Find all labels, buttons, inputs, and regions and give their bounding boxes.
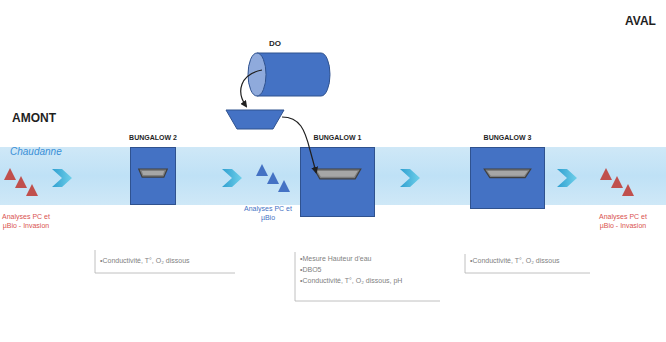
tank-label: DO — [269, 39, 281, 48]
bungalow-box: BUNGALOW 3 — [470, 147, 545, 209]
dosing-hopper — [226, 110, 284, 129]
bungalow-title: BUNGALOW 3 — [484, 134, 532, 141]
bungalow-box: BUNGALOW 1 — [300, 147, 375, 217]
bungalow-wall — [471, 148, 545, 209]
feed-arrow — [241, 70, 262, 106]
measure-item: •Conductivité, T°, O₂ dissous, pH — [300, 277, 440, 286]
bungalow-shape — [470, 147, 545, 209]
basin-inner — [142, 171, 165, 175]
sampling-note: Analyses PC et µBio — [240, 205, 296, 223]
basin-inner — [317, 171, 358, 177]
bungalow-box: BUNGALOW 2 — [130, 147, 176, 205]
measure-item: •Conductivité, T°, O₂ dissous — [100, 257, 235, 266]
blue-sampling-triangles — [256, 164, 290, 192]
measure-item: •DBO5 — [300, 266, 440, 275]
basin-inner — [487, 171, 528, 176]
bungalow-shape — [130, 147, 176, 205]
tank-body — [257, 53, 330, 96]
measure-item: •Conductivité, T°, O₂ dissous — [470, 257, 590, 266]
feed-arrow — [282, 117, 316, 172]
tank-end — [248, 53, 266, 96]
downstream-title: AVAL — [625, 14, 663, 29]
sampling-note: Analyses PC et µBio - Invasion — [2, 213, 50, 231]
bungalow-wall — [131, 148, 176, 205]
bungalow-wall — [301, 148, 375, 217]
sampling-note: Analyses PC et µBio - Invasion — [594, 213, 652, 231]
bungalow-shape — [300, 147, 375, 217]
basin-trapezoid — [484, 169, 531, 178]
basin-trapezoid — [314, 169, 361, 179]
storage-tank: DO — [247, 52, 331, 97]
river-name: Chaudanne — [10, 146, 80, 159]
bungalow-title: BUNGALOW 2 — [129, 134, 177, 141]
bracket-lines — [95, 250, 590, 301]
basin-trapezoid — [139, 169, 168, 177]
upstream-title: AMONT — [12, 111, 72, 126]
bungalow-title: BUNGALOW 1 — [314, 134, 362, 141]
measure-item: •Mesure Hauteur d'eau — [300, 255, 440, 264]
tank-cylinder — [247, 52, 331, 97]
